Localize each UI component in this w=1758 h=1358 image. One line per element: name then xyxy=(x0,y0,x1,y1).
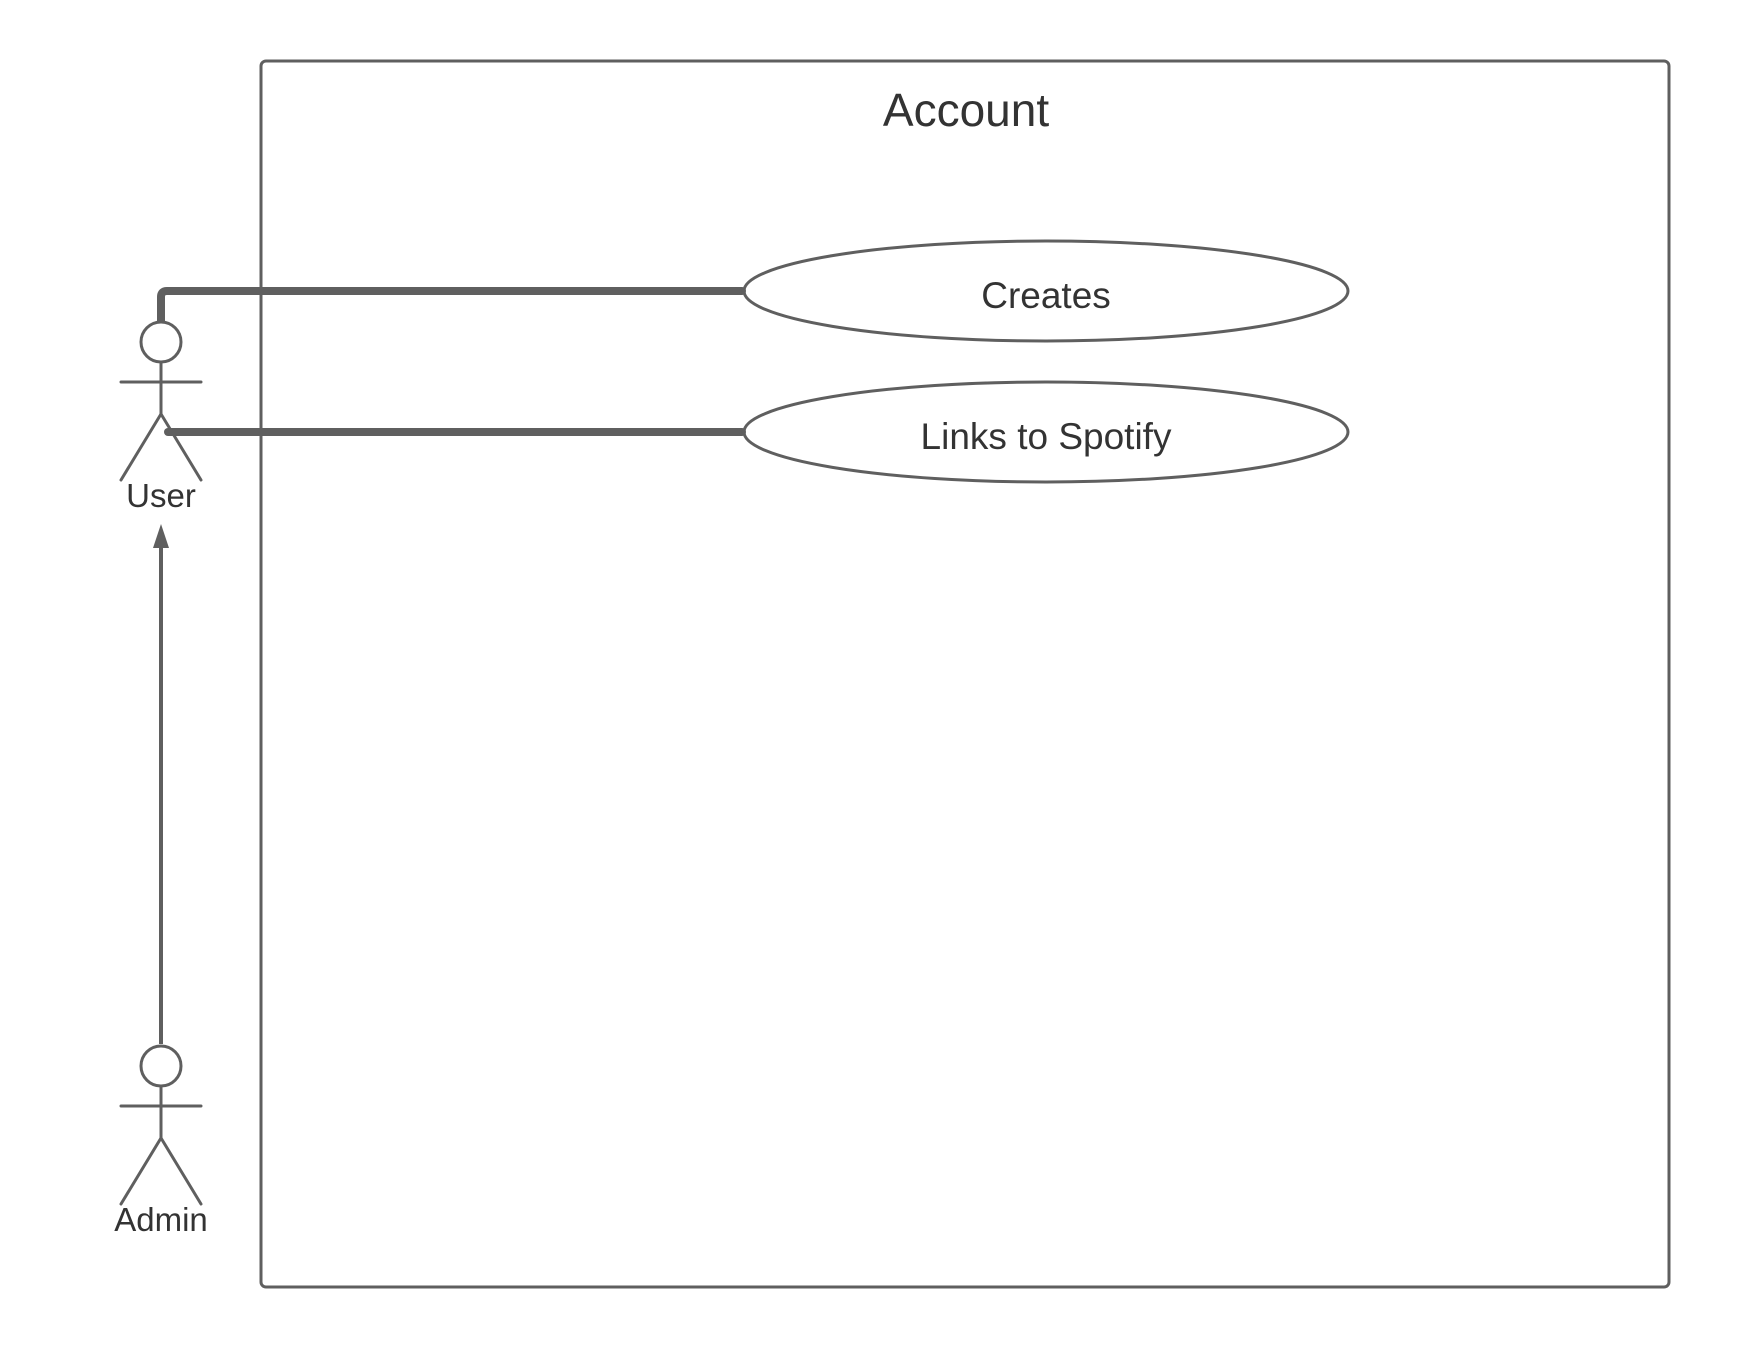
use-case-links-to-spotify-label: Links to Spotify xyxy=(921,416,1172,457)
actor-admin-label: Admin xyxy=(114,1201,208,1238)
actor-user-label: User xyxy=(126,477,196,514)
system-title: Account xyxy=(883,84,1049,136)
use-case-creates[interactable]: Creates xyxy=(742,239,1350,343)
actor-user-figure-icon xyxy=(119,320,203,482)
generalization-arrow-head xyxy=(153,524,169,548)
system-boundary[interactable]: Account xyxy=(259,59,1671,1289)
system-boundary-frame xyxy=(259,59,1671,1289)
actor-user[interactable]: User xyxy=(119,320,203,514)
use-case-links-to-spotify[interactable]: Links to Spotify xyxy=(742,380,1350,484)
use-case-creates-label: Creates xyxy=(981,275,1111,316)
actor-admin-figure-icon xyxy=(119,1044,203,1206)
association-user-creates[interactable] xyxy=(157,287,746,326)
actor-admin[interactable]: Admin xyxy=(114,1044,208,1238)
